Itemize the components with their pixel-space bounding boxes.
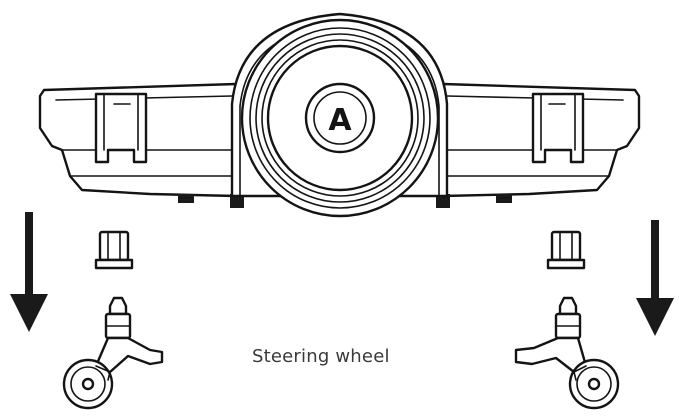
main-wheel: A: [230, 12, 449, 218]
caster-wheel-right: [514, 296, 620, 410]
robot-base: [38, 82, 641, 208]
caster-wheel-left: [62, 296, 164, 410]
down-arrow-left-icon: [10, 212, 48, 332]
socket-left: [94, 230, 134, 270]
socket-right: [546, 230, 586, 270]
caption-steering-wheel: Steering wheel: [252, 346, 390, 367]
down-arrow-right-icon: [636, 220, 674, 336]
logo-text: A: [328, 103, 352, 138]
